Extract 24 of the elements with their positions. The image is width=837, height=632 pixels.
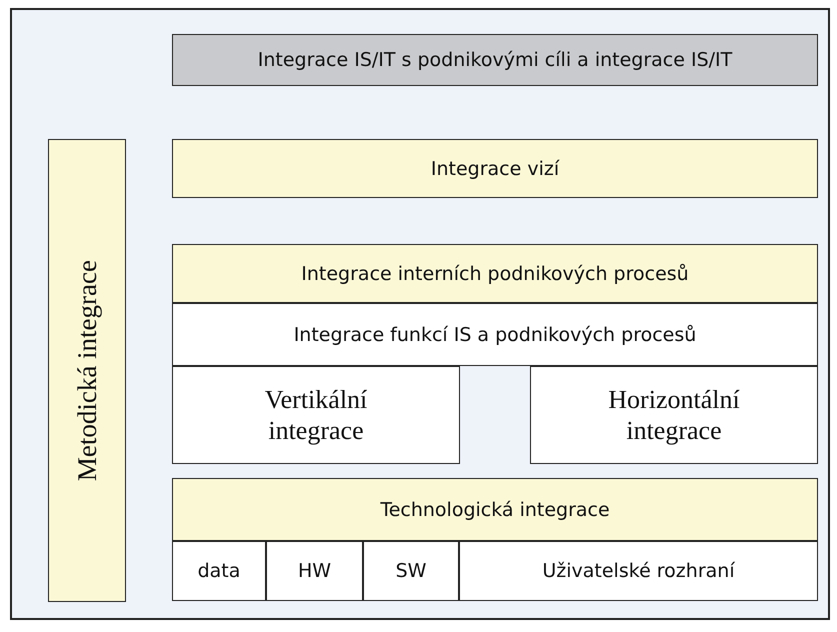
- layer-label: Integrace funkcí IS a podnikových procesů: [294, 324, 696, 346]
- layer-label: Horizontální integrace: [607, 384, 741, 446]
- layer-label: Uživatelské rozhraní: [542, 560, 735, 582]
- layer-box: [172, 34, 818, 86]
- layer-box: [266, 541, 363, 601]
- layer-label: Vertikální integrace: [264, 384, 368, 446]
- layer-label: SW: [396, 560, 426, 582]
- layer-box: [172, 139, 818, 198]
- layer-label: Technologická integrace: [380, 498, 610, 520]
- layer-box: [459, 541, 818, 601]
- layer-label: HW: [298, 560, 332, 582]
- layer-label: data: [198, 560, 240, 582]
- layer-label: Integrace interních podnikových procesů: [301, 262, 689, 284]
- layer-box: [172, 244, 818, 303]
- layer-box: [363, 541, 459, 601]
- layer-label: Integrace IS/IT s podnikovými cíli a integrace IS/IT: [258, 49, 732, 71]
- side-band: [48, 139, 126, 602]
- layer-box: [172, 541, 266, 601]
- layer-box: [172, 478, 818, 541]
- layer-box: [172, 303, 818, 366]
- layer-label: Integrace vizí: [430, 158, 560, 180]
- layer-box: [172, 366, 460, 464]
- layer-label: Metodická integrace: [72, 260, 102, 482]
- layer-box: [530, 366, 818, 464]
